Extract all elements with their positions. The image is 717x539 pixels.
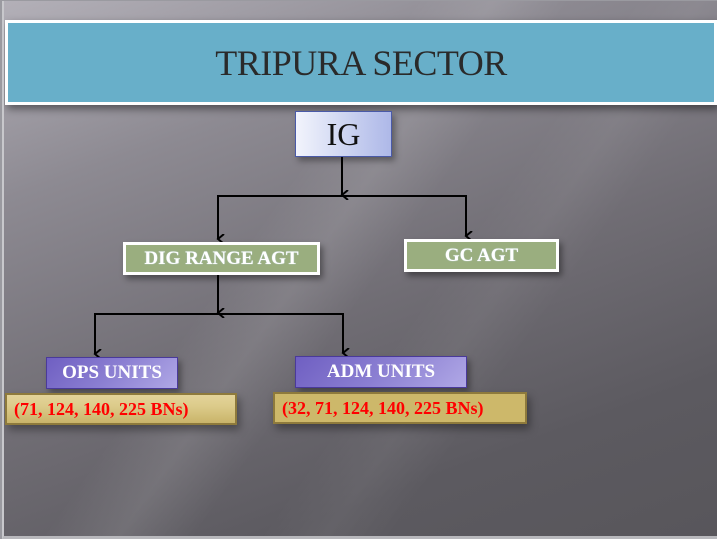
gc-agt-label: GC AGT (444, 244, 519, 266)
adm-units-battalions-box: (32, 71, 124, 140, 225 BNs) (273, 392, 527, 424)
ops-units-battalions: (71, 124, 140, 225 BNs) (14, 398, 189, 419)
adm-units-label: ADM UNITS (326, 361, 436, 382)
ig-box: IG (295, 111, 392, 157)
dig-range-agt-box: DIG RANGE AGT (123, 242, 320, 275)
ops-units-battalions-box: (71, 124, 140, 225 BNs) (5, 393, 237, 425)
adm-units-box: ADM UNITS (295, 356, 467, 388)
title-banner: TRIPURA SECTOR (5, 20, 717, 105)
ig-label: IG (326, 115, 361, 152)
adm-units-battalions: (32, 71, 124, 140, 225 BNs) (282, 397, 484, 418)
dig-range-agt-label: DIG RANGE AGT (144, 247, 299, 269)
ops-units-box: OPS UNITS (46, 357, 178, 389)
slide-title: TRIPURA SECTOR (215, 42, 507, 83)
gc-agt-box: GC AGT (404, 239, 559, 272)
ops-units-label: OPS UNITS (62, 362, 162, 383)
